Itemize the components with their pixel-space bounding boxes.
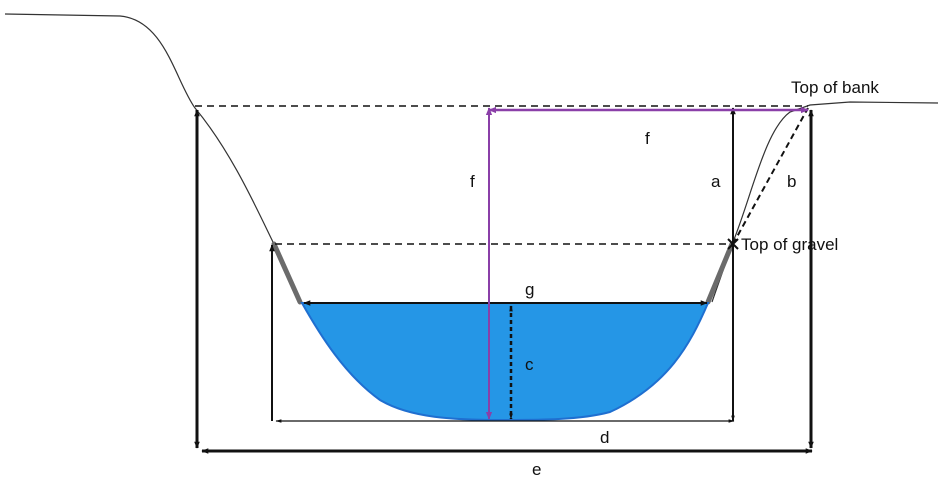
top-of-gravel-label: Top of gravel — [741, 235, 838, 254]
label-f-vertical: f — [470, 172, 475, 191]
ground-profile-line — [4, 13, 939, 303]
label-g: g — [525, 280, 534, 299]
label-a: a — [711, 172, 721, 191]
right-gravel-bank — [705, 241, 735, 305]
water-body — [300, 302, 710, 422]
top-of-bank-label: Top of bank — [791, 78, 879, 97]
label-f-horizontal: f — [645, 129, 650, 148]
label-d: d — [600, 428, 609, 447]
label-e: e — [532, 460, 541, 479]
label-b: b — [787, 172, 796, 191]
left-gravel-bank — [271, 241, 303, 305]
top-of-gravel-marker — [727, 238, 739, 250]
b-dashed-diagonal — [732, 107, 809, 245]
label-c: c — [525, 355, 534, 374]
